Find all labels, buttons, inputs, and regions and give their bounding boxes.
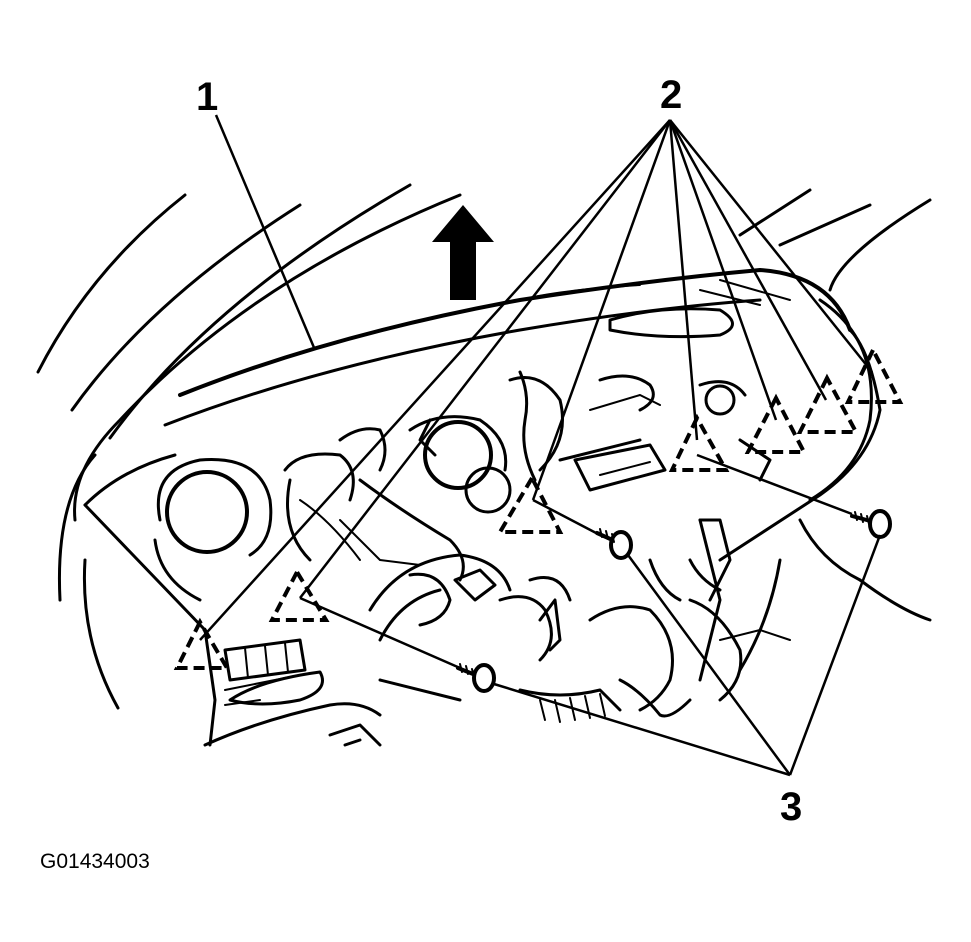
- screw-icons: [456, 509, 892, 693]
- figure-id: G01434003: [40, 850, 150, 873]
- retainer-clip-marker-5: [744, 393, 808, 454]
- retainer-clip-marker-7: [844, 345, 904, 404]
- gauge-cluster-area: [153, 370, 564, 602]
- windshield-arcs: [36, 183, 932, 710]
- instrument-panel-top-pad: [163, 268, 852, 427]
- retainer-clip-marker-2: [268, 567, 330, 622]
- screw-icon-1: [456, 663, 496, 693]
- leader-line-2d: [668, 119, 699, 441]
- retainer-clip-marker-1: [173, 617, 231, 670]
- retainer-clip-marker-4: [668, 413, 730, 472]
- leader-line-3a: [493, 682, 791, 777]
- callout-1: 1: [196, 75, 218, 119]
- leader-line-2g: [669, 119, 873, 373]
- instrument-panel-body: [83, 328, 932, 747]
- up-direction-arrow-icon: [432, 205, 494, 300]
- leader-line-2a: [199, 119, 671, 641]
- leader-line-3c: [788, 534, 882, 776]
- leader-line-2e: [668, 119, 778, 421]
- callout-2: 2: [660, 73, 682, 117]
- leader-line-3b: [626, 554, 792, 776]
- center-stack-area: [558, 374, 772, 602]
- leader-line-2c: [531, 119, 672, 501]
- leader-line-1: [214, 114, 317, 351]
- leader-line-aux-1: [299, 596, 461, 670]
- retainer-clip-marker-3: [496, 473, 564, 534]
- leader-line-aux-2: [532, 498, 599, 536]
- screw-icon-3: [850, 509, 892, 539]
- screw-icon-2: [595, 528, 633, 560]
- wiring-harness: [368, 553, 791, 723]
- leader-line-2b: [299, 119, 671, 599]
- callout-3: 3: [780, 785, 802, 829]
- retainer-clip-marker-6: [796, 373, 860, 434]
- leader-line-aux-3: [696, 453, 853, 516]
- leader-lines: [199, 114, 882, 777]
- switch-bank: [223, 638, 307, 682]
- retainer-clip-markers: [173, 345, 904, 670]
- leader-line-2f: [668, 119, 828, 401]
